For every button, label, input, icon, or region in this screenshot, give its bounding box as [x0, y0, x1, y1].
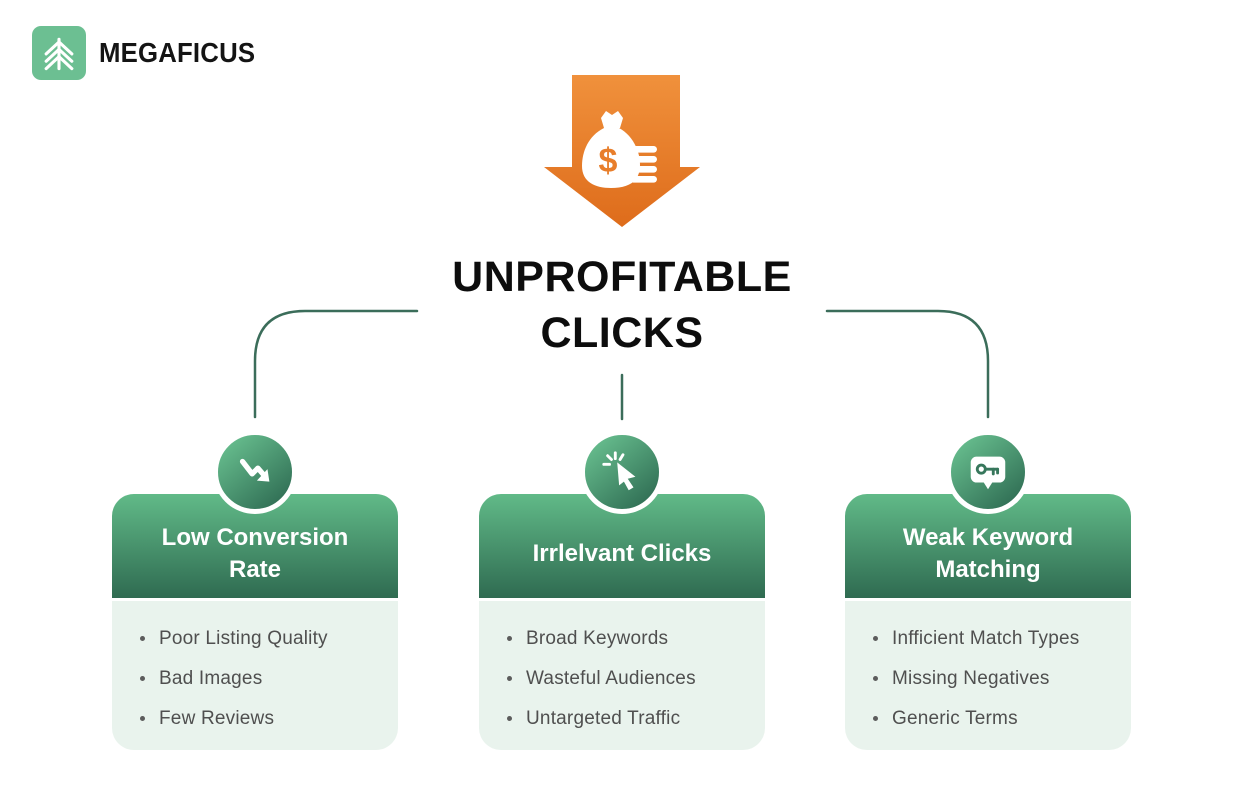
page-title-line1: UNPROFITABLE	[452, 253, 792, 301]
card-irrelevant-clicks: Irrlelvant Clicks Broad Keywords Wastefu…	[479, 430, 765, 750]
page-title: UNPROFITABLE CLICKS	[0, 249, 1244, 361]
bullet-dot	[140, 716, 145, 721]
coin-stack-icon	[630, 146, 657, 183]
bullet-dot	[873, 716, 878, 721]
dollar-sign: $	[599, 142, 618, 180]
list-item: Poor Listing Quality	[140, 627, 380, 650]
card-title-line1: Weak Keyword	[902, 524, 1074, 552]
list-item: Missing Negatives	[873, 667, 1113, 690]
brand-logo: MEGAFICUS	[32, 26, 269, 80]
list-item: Wasteful Audiences	[507, 667, 747, 690]
card-item-list: Poor Listing Quality Bad Images Few Revi…	[112, 601, 398, 750]
list-item: Bad Images	[140, 667, 380, 690]
bullet-dot	[873, 636, 878, 641]
list-item: Broad Keywords	[507, 627, 747, 650]
key-bubble-glyph	[970, 456, 1006, 490]
list-item-text: Wasteful Audiences	[526, 668, 696, 689]
list-item-text: Infficient Match Types	[892, 628, 1080, 649]
cursor-click-icon	[580, 430, 664, 514]
money-loss-down-arrow-icon: $	[542, 72, 702, 230]
list-item-text: Broad Keywords	[526, 628, 669, 649]
card-title-line1: Irrlelvant Clicks	[532, 540, 712, 568]
brand-name: MEGAFICUS	[99, 37, 256, 68]
card-item-list: Infficient Match Types Missing Negatives…	[845, 601, 1131, 750]
declining-arrow-glyph	[239, 458, 270, 482]
fir-tree-icon	[44, 37, 74, 71]
card-title-line2: Matching	[935, 556, 1041, 583]
card-low-conversion-rate: Low Conversion Rate Poor Listing Quality…	[112, 430, 398, 750]
key-bubble-icon	[946, 430, 1030, 514]
bullet-dot	[873, 676, 878, 681]
list-item: Infficient Match Types	[873, 627, 1113, 650]
page-title-line2: CLICKS	[540, 309, 704, 357]
list-item: Generic Terms	[873, 707, 1113, 730]
money-bag-icon	[582, 111, 657, 188]
list-item: Untargeted Traffic	[507, 707, 747, 730]
list-item: Few Reviews	[140, 707, 380, 730]
bullet-dot	[507, 716, 512, 721]
bullet-dot	[507, 676, 512, 681]
list-item-text: Poor Listing Quality	[159, 628, 328, 649]
list-item-text: Few Reviews	[159, 708, 275, 729]
card-item-list: Broad Keywords Wasteful Audiences Untarg…	[479, 601, 765, 750]
logo-tile	[32, 26, 86, 80]
list-item-text: Bad Images	[159, 668, 263, 689]
bullet-dot	[140, 636, 145, 641]
cursor-click-glyph	[602, 451, 636, 491]
down-arrow-graphic: $	[544, 75, 700, 227]
declining-arrow-icon	[213, 430, 297, 514]
bullet-dot	[507, 636, 512, 641]
bullet-dot	[140, 676, 145, 681]
list-item-text: Missing Negatives	[892, 668, 1050, 689]
list-item-text: Generic Terms	[892, 708, 1018, 729]
card-weak-keyword-matching: Weak Keyword Matching Infficient Match T…	[845, 430, 1131, 750]
list-item-text: Untargeted Traffic	[526, 708, 681, 729]
card-title-line2: Rate	[228, 556, 282, 583]
card-title-line1: Low Conversion	[161, 524, 349, 552]
